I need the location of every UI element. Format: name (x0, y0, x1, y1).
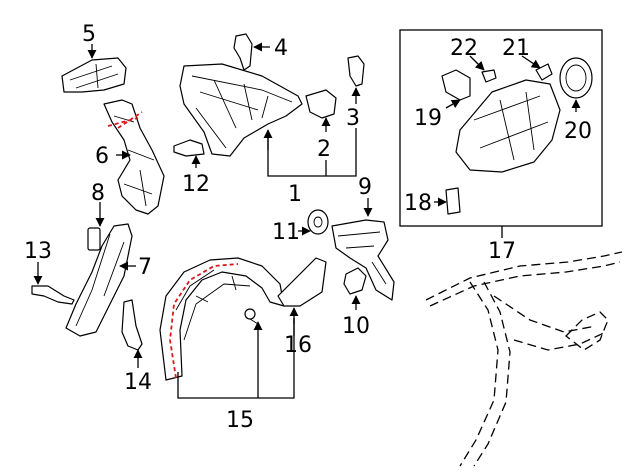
part-3-bracket: 3 (346, 55, 365, 131)
callout-22: 22 (450, 36, 478, 61)
part-12-clip: 12 (173, 139, 210, 197)
part-9-extension: 9 (331, 175, 395, 301)
callout-2: 2 (317, 137, 331, 162)
part-14-bracket: 14 (121, 299, 152, 395)
part-16-plate: 16 (277, 257, 327, 358)
part-15-bolt (244, 308, 259, 325)
part-19-bracket: 19 (414, 69, 471, 131)
callout-10: 10 (342, 314, 370, 339)
callout-12: 12 (182, 172, 210, 197)
callout-3: 3 (346, 106, 360, 131)
callout-13: 13 (24, 239, 52, 264)
part-22-clip: 22 (450, 36, 497, 83)
callout-6: 6 (95, 144, 109, 169)
part-11-grommet: 11 (272, 209, 329, 245)
callout-18: 18 (404, 191, 432, 216)
callout-16: 16 (284, 333, 312, 358)
fuel-door-group-box: 17 (399, 29, 603, 264)
callout-9: 9 (358, 175, 372, 200)
part-7-lower-pillar: 7 (65, 223, 152, 337)
callout-17: 17 (488, 239, 516, 264)
part-10-bracket: 10 (342, 267, 370, 339)
callout-4: 4 (274, 36, 288, 61)
part-13-bracket: 13 (24, 239, 75, 305)
callout-8: 8 (91, 181, 105, 206)
callout-19: 19 (414, 106, 442, 131)
part-20-cap-ring (559, 57, 593, 99)
callout-20: 20 (564, 119, 592, 144)
part-5-bracket: 5 (61, 22, 127, 93)
quarter-panel-outline (425, 251, 623, 467)
part-4-bracket: 4 (233, 33, 288, 71)
callout-15: 15 (226, 408, 254, 433)
part-2-bracket: 2 (305, 89, 337, 162)
callout-5: 5 (82, 22, 96, 47)
part-15-wheelhouse: 15 (159, 257, 295, 433)
callout-7: 7 (138, 255, 152, 280)
callout-21: 21 (502, 36, 530, 61)
part-1-inner-panel: 1 (179, 63, 357, 207)
callout-14: 14 (124, 370, 152, 395)
part-21-clip: 21 (502, 36, 553, 81)
part-8-fastener: 8 (87, 181, 105, 251)
part-20-fuel-housing: 20 (455, 79, 592, 173)
part-6-pillar: 6 (95, 99, 165, 215)
callout-11: 11 (272, 220, 300, 245)
part-18-bracket: 18 (404, 187, 461, 216)
callout-1: 1 (288, 182, 302, 207)
